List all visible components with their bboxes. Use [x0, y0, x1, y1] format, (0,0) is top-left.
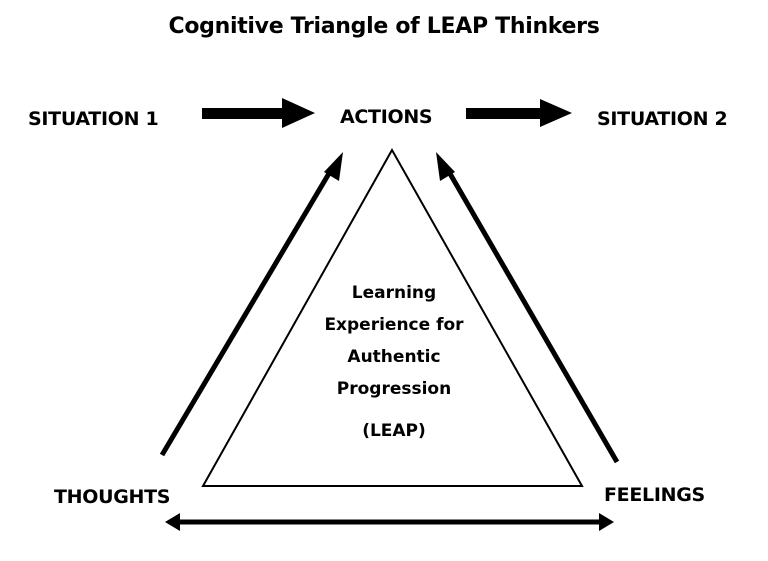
arrow-feelings-to-actions — [436, 152, 620, 464]
leap-line-4: Progression — [336, 379, 452, 399]
arrow-situation1-to-actions — [202, 98, 315, 128]
node-actions: ACTIONS — [340, 106, 433, 128]
node-situation-1: SITUATION 1 — [28, 108, 159, 130]
node-situation-2: SITUATION 2 — [597, 108, 728, 130]
leap-definition: Learning Experience for Authentic Progre… — [300, 277, 488, 447]
leap-triangle — [201, 147, 584, 487]
leap-line-2: Experience for — [324, 315, 464, 335]
leap-line-3: Authentic — [347, 347, 441, 367]
arrow-thoughts-to-actions — [159, 152, 343, 457]
node-thoughts: THOUGHTS — [54, 486, 171, 508]
leap-acronym: (LEAP) — [362, 421, 426, 441]
leap-line-1: Learning — [351, 283, 437, 303]
node-feelings: FEELINGS — [604, 484, 705, 506]
diagram-title: Cognitive Triangle of LEAP Thinkers — [168, 14, 600, 39]
arrow-thoughts-feelings-bidirectional — [165, 513, 614, 531]
arrow-actions-to-situation2 — [466, 99, 572, 127]
